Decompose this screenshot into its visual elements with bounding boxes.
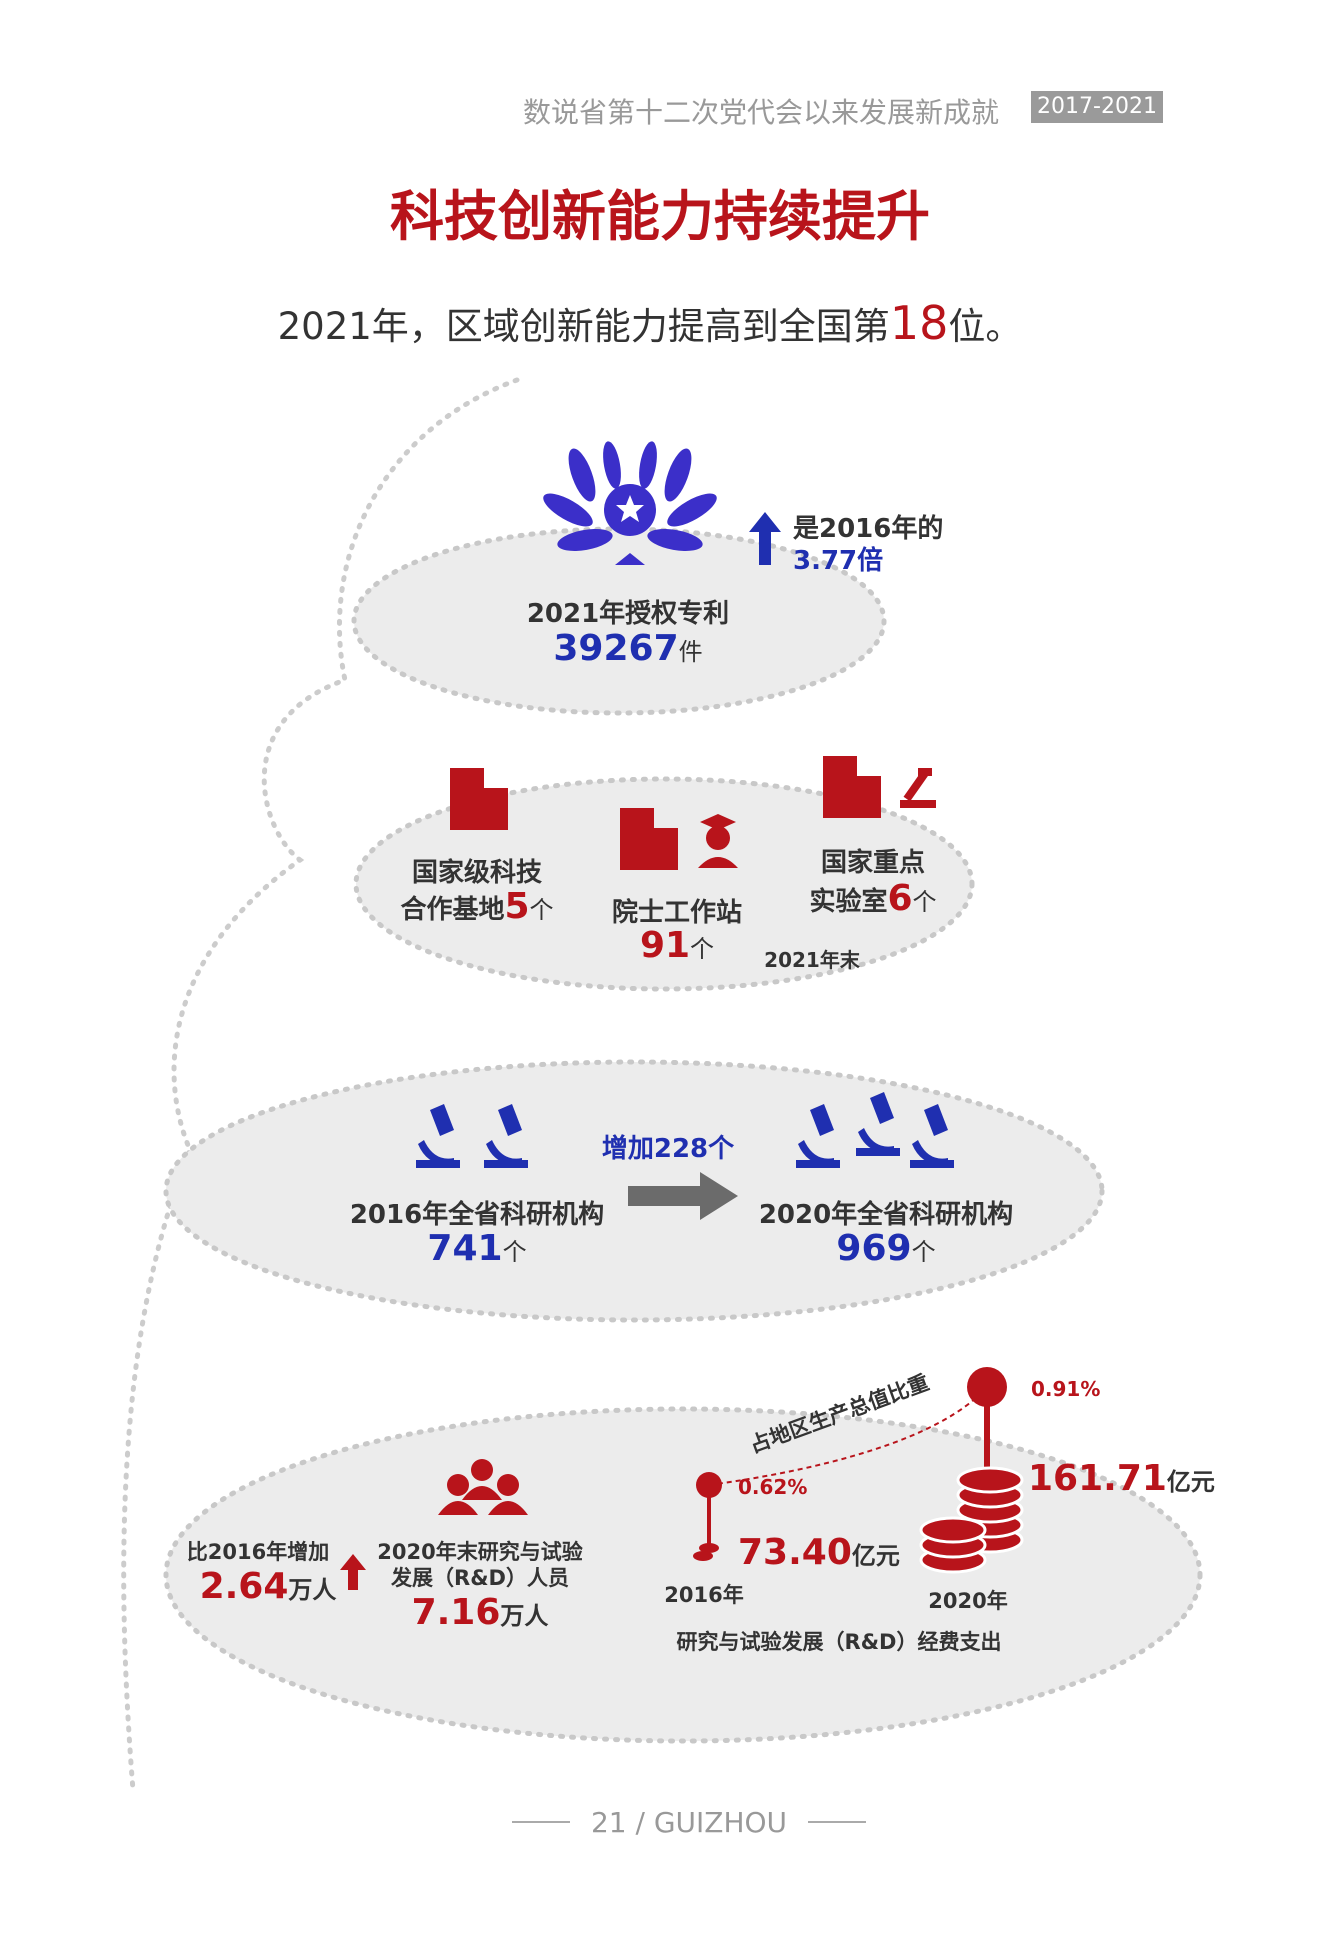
microscope-icon [416,1092,954,1168]
page-footer: 21 / GUIZHOU [590,1806,788,1839]
spend-2020-number: 161.71 [1028,1458,1167,1499]
lab-label: 国家重点 [820,848,926,878]
coop-label-2: 合作基地 [400,895,505,925]
lab-number: 6 [887,878,913,919]
staff-value: 7.16万人 [412,1592,549,1633]
rd-ellipse [163,1406,1203,1744]
institutes-2020-value: 969个 [836,1228,935,1269]
lab-value: 实验室6个 [809,878,936,919]
institutes-2016-value: 741个 [427,1228,526,1269]
spend-caption: 研究与试验发展（R&D）经费支出 [676,1630,1002,1654]
lab-unit: 个 [912,888,937,916]
arrow-up-icon [749,512,781,565]
year-badge: 2017-2021 [1031,91,1163,123]
subtitle-text: 2021年，区域创新能力提高到全国第 [277,305,890,348]
institutes-unit: 个 [911,1238,936,1266]
coop-number: 5 [504,886,530,927]
arrow-up-red-icon [340,1554,366,1590]
coop-value: 合作基地5个 [400,886,553,927]
patents-number: 39267 [553,628,679,669]
subtitle-suffix: 位。 [948,305,1023,348]
year-2016: 2016年 [664,1583,744,1607]
staff-unit: 万人 [288,1576,337,1604]
patents-value: 39267件 [553,628,702,669]
graduate-icon [698,814,738,868]
institutes-2020-number: 969 [836,1228,912,1269]
staff-increase-label: 比2016年增加 [186,1540,330,1564]
academician-unit: 个 [690,935,715,963]
coop-label: 国家级科技 [411,858,543,888]
people-icon [438,1459,528,1515]
institutes-2016-number: 741 [427,1228,503,1269]
spend-2016-value: 73.40亿元 [738,1532,900,1573]
academician-label: 院士工作站 [611,898,743,928]
patents-label: 2021年授权专利 [526,599,730,629]
coop-unit: 个 [529,896,554,924]
institutes-unit: 个 [502,1238,527,1266]
ratio-2016: 0.62% [738,1475,808,1499]
compare-label: 是2016年的 [793,514,944,544]
pin-2020 [967,1367,1007,1477]
ratio-2020: 0.91% [1031,1377,1101,1401]
staff-increase-value: 2.64万人 [200,1566,337,1607]
staff-unit: 万人 [500,1602,549,1630]
spend-2020-value: 161.71亿元 [1028,1458,1215,1499]
bases-note: 2021年末 [764,948,860,972]
staff-label-1: 2020年末研究与试验 [377,1540,583,1564]
ratio-dashed-curve [708,1386,988,1486]
pin-2016 [693,1472,722,1561]
year-2020: 2020年 [928,1589,1008,1613]
series-title: 数说省第十二次党代会以来发展新成就 [523,96,1000,129]
subtitle: 2021年，区域创新能力提高到全国第18位。 [278,296,1023,350]
academician-value: 91个 [640,925,714,966]
building-icon [450,756,881,870]
staff-number: 7.16 [411,1592,501,1633]
lab-label-2: 实验室 [809,887,888,917]
spend-unit: 亿元 [1166,1468,1215,1496]
page-title: 科技创新能力持续提升 [390,184,930,248]
institutes-increase: 增加228个 [601,1134,735,1164]
laurel-star-icon [543,441,717,565]
staff-increase-number: 2.64 [199,1566,289,1607]
microscope-icon [900,768,936,808]
bases-ellipse [353,776,975,992]
coins-icon [919,1466,1024,1574]
institutes-2020-label: 2020年全省科研机构 [758,1200,1014,1230]
spend-unit: 亿元 [851,1542,900,1570]
multiple-value: 3.77倍 [793,546,884,576]
academician-number: 91 [639,925,691,966]
rank-value: 18 [889,296,949,350]
staff-label-2: 发展（R&D）人员 [391,1566,569,1590]
dotted-spiral [121,377,520,1793]
arrow-right-icon [628,1172,738,1220]
patents-unit: 件 [678,638,703,666]
institutes-2016-label: 2016年全省科研机构 [349,1200,605,1230]
spend-2016-number: 73.40 [738,1532,852,1573]
